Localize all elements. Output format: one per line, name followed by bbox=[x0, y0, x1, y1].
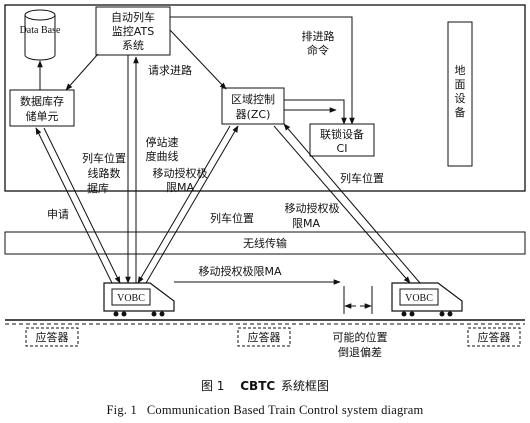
label-train-pos-data-2: 线路数 bbox=[88, 166, 121, 180]
label-ma-left-2: 限MA bbox=[166, 181, 194, 194]
ci-label-1: 联锁设备 bbox=[320, 127, 364, 141]
transponder-3-label: 应答器 bbox=[478, 330, 511, 344]
database-node: Data Base bbox=[20, 9, 61, 61]
caption-cn: 图 1 CBTC 系统框图 bbox=[201, 379, 329, 393]
zc-label-2: 器(ZC) bbox=[236, 108, 271, 121]
ats-label-2: 监控ATS bbox=[112, 24, 154, 38]
label-train-pos-right: 列车位置 bbox=[340, 171, 384, 185]
arrow-zc-ci bbox=[284, 99, 347, 125]
arrow-dsu-vobc-2 bbox=[43, 127, 121, 284]
transponder-1-box bbox=[25, 327, 79, 347]
zc-label-1: 区域控制 bbox=[231, 92, 275, 106]
label-ma-track: 移动授权极限MA bbox=[198, 264, 281, 278]
zc-box bbox=[221, 87, 285, 125]
ats-box bbox=[95, 6, 171, 56]
dsu-label-1: 数据库存 bbox=[20, 94, 64, 108]
ground-char-4: 备 bbox=[455, 105, 466, 119]
database-label: Data Base bbox=[20, 25, 61, 36]
ats-label-1: 自动列车 bbox=[111, 10, 155, 24]
label-pos-error-1: 可能的位置 bbox=[333, 330, 388, 344]
vobc-left-label: VOBC bbox=[117, 293, 145, 304]
label-train-pos-left: 列车位置 bbox=[210, 211, 254, 225]
label-ma-right-1: 移动授权极 bbox=[285, 201, 340, 215]
arrow-dsu-vobc-1 bbox=[35, 127, 113, 284]
arrow-zc-vobc-right bbox=[273, 125, 411, 284]
label-pos-error-2: 倒退偏差 bbox=[338, 345, 382, 359]
ground-equipment-frame bbox=[4, 4, 526, 192]
arrow-zc-vobc bbox=[137, 125, 231, 284]
train-left: VOBC bbox=[103, 282, 175, 317]
wireless-bar bbox=[4, 231, 526, 255]
label-ma-left-1: 移动授权极 bbox=[153, 166, 208, 180]
caption-cn-rest: 系统框图 bbox=[281, 379, 329, 393]
dsu-label-2: 储单元 bbox=[26, 109, 59, 123]
label-ma-right-2: 限MA bbox=[292, 217, 320, 230]
label-route-cmd-2: 命令 bbox=[307, 43, 329, 57]
ground-char-1: 地 bbox=[455, 64, 466, 77]
caption-cn-bold: CBTC bbox=[240, 379, 275, 393]
label-route-cmd-1: 排进路 bbox=[302, 29, 335, 43]
transponder-1-label: 应答器 bbox=[36, 330, 69, 344]
dsu-box bbox=[9, 89, 75, 127]
ats-label-3: 系统 bbox=[122, 39, 144, 52]
arrow-vobc-zc bbox=[145, 125, 239, 284]
label-route-request: 请求进路 bbox=[148, 64, 192, 77]
label-train-pos-data-1: 列车位置 bbox=[82, 151, 126, 165]
transponder-3-box bbox=[467, 327, 521, 347]
train-right: VOBC bbox=[391, 282, 463, 317]
ci-label-2: CI bbox=[337, 142, 348, 155]
ground-equipment-box bbox=[447, 21, 473, 167]
label-stop-speed-1: 停站速 bbox=[146, 135, 179, 149]
arrow-vobc-right-zc bbox=[283, 123, 421, 284]
transponder-2-label: 应答器 bbox=[248, 330, 281, 344]
caption-cn-prefix: 图 1 bbox=[201, 379, 224, 393]
ground-char-3: 设 bbox=[455, 92, 466, 105]
label-train-pos-data-3: 据库 bbox=[87, 181, 109, 195]
arrow-ats-dsu bbox=[65, 53, 99, 91]
label-stop-speed-2: 度曲线 bbox=[146, 149, 179, 163]
label-apply: 申请 bbox=[47, 208, 69, 221]
ground-char-2: 面 bbox=[455, 78, 466, 91]
arrow-ats-zc bbox=[169, 29, 227, 90]
transponder-2-box bbox=[237, 327, 291, 347]
vobc-right-box bbox=[399, 288, 439, 306]
vobc-right-label: VOBC bbox=[405, 293, 433, 304]
wireless-label: 无线传输 bbox=[243, 236, 287, 250]
arrow-ats-ci bbox=[170, 16, 355, 125]
caption-en: Fig. 1 Communication Based Train Control… bbox=[107, 403, 424, 417]
vobc-left-box bbox=[111, 288, 151, 306]
